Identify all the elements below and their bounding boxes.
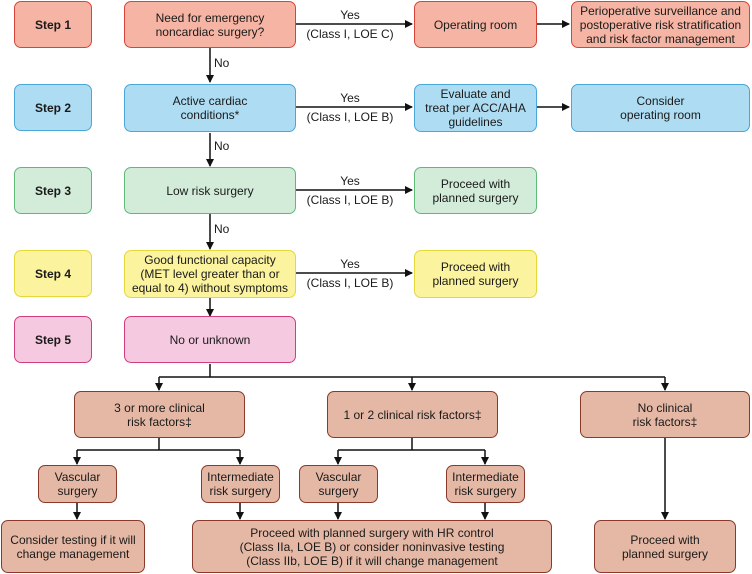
class-label-step4: (Class I, LOE B) (306, 276, 394, 290)
yes-label-step3: Yes (340, 174, 360, 188)
intermediate-risk-surgery-node-a: Intermediate risk surgery (201, 465, 280, 503)
step-3-label: Step 3 (14, 167, 92, 214)
no-risk-factors-node: No clinical risk factors‡ (580, 391, 750, 438)
proceed-planned-surgery-final: Proceed with planned surgery (594, 520, 736, 573)
yes-label-step2: Yes (340, 91, 360, 105)
operating-room-node: Operating room (414, 1, 537, 48)
class-label-step1: (Class I, LOE C) (306, 27, 394, 41)
class-label-step2: (Class I, LOE B) (306, 110, 394, 124)
functional-capacity-question: Good functional capacity (MET level grea… (124, 250, 296, 298)
intermediate-risk-surgery-node-b: Intermediate risk surgery (446, 465, 525, 503)
vascular-surgery-node-a: Vascular surgery (38, 465, 117, 503)
active-cardiac-conditions-question: Active cardiac conditions* (124, 84, 296, 132)
vascular-surgery-node-b: Vascular surgery (299, 465, 378, 503)
emergency-surgery-question: Need for emergency noncardiac surgery? (124, 1, 296, 48)
perioperative-surveillance-node: Perioperative surveillance and postopera… (571, 1, 750, 48)
consider-operating-room-node: Consider operating room (571, 84, 750, 132)
three-or-more-risk-factors-node: 3 or more clinical risk factors‡ (74, 391, 245, 438)
class-label-step3: (Class I, LOE B) (306, 193, 394, 207)
evaluate-treat-node: Evaluate and treat per ACC/AHA guideline… (414, 84, 537, 132)
step-1-label: Step 1 (14, 1, 92, 48)
low-risk-surgery-question: Low risk surgery (124, 167, 296, 214)
step-4-label: Step 4 (14, 250, 92, 297)
step-2-label: Step 2 (14, 84, 92, 131)
step-5-label: Step 5 (14, 316, 92, 363)
consider-testing-node: Consider testing if it will change manag… (1, 520, 145, 573)
one-or-two-risk-factors-node: 1 or 2 clinical risk factors‡ (327, 391, 498, 438)
no-label-step3: No (214, 222, 230, 236)
yes-label-step1: Yes (340, 8, 360, 22)
no-label-step2: No (214, 139, 230, 153)
proceed-planned-surgery-step3: Proceed with planned surgery (414, 167, 537, 214)
no-label-step1: No (214, 56, 230, 70)
hr-control-node: Proceed with planned surgery with HR con… (192, 520, 552, 573)
no-or-unknown-node: No or unknown (124, 316, 296, 363)
proceed-planned-surgery-step4: Proceed with planned surgery (414, 250, 537, 298)
yes-label-step4: Yes (340, 257, 360, 271)
